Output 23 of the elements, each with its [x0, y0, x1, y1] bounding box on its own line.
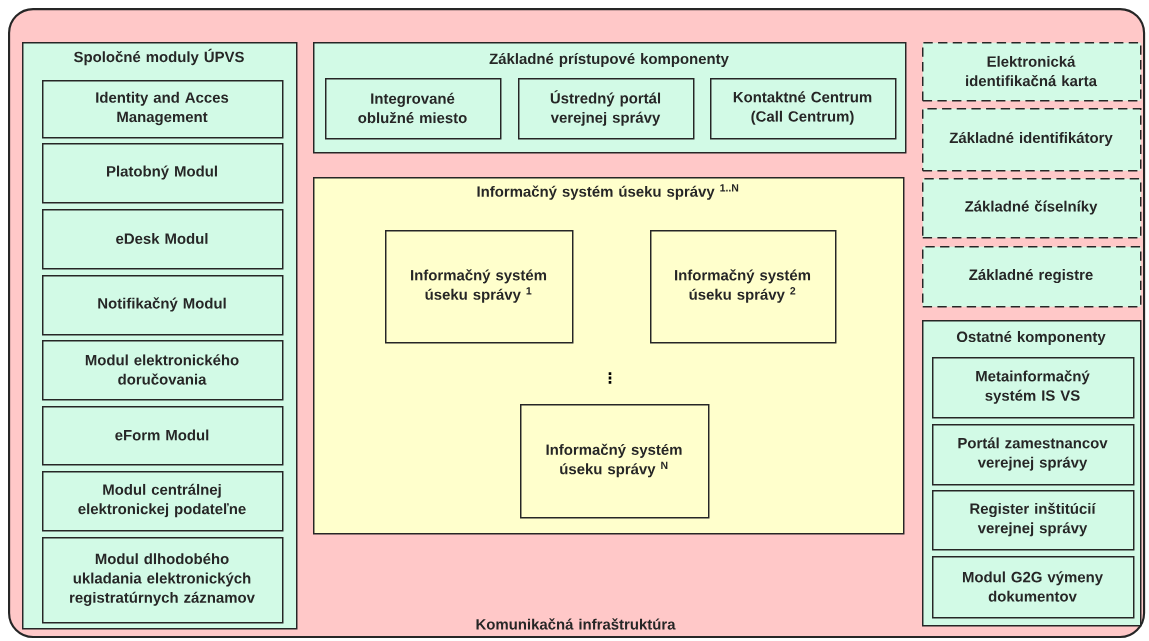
component-box: eForm Modul	[42, 406, 284, 466]
ellipsis: ⋮	[608, 372, 612, 384]
component-box: eDesk Modul	[42, 209, 284, 270]
system-box: Informačný systém úseku správy $^{N}$	[520, 404, 710, 519]
component-box: Integrované oblužné miesto	[325, 78, 502, 140]
component-box: Kontaktné Centrum (Call Centrum)	[710, 78, 897, 140]
component-box: Základné identifikátory	[922, 108, 1142, 172]
component-box: Modul dlhodobého ukladania elektronických registratúrnych záznamov	[42, 537, 284, 624]
component-box: Ústredný portál verejnej správy	[518, 78, 695, 140]
component-box: Modul centrálnej elektronickej podateľne	[42, 471, 284, 532]
component-box: Základné registre	[922, 246, 1142, 308]
component-box: Modul G2G výmeny dokumentov	[932, 556, 1135, 619]
component-box: Portál zamestnancov verejnej správy	[932, 424, 1135, 486]
component-box: Modul elektronického doručovania	[42, 340, 284, 401]
component-box: Elektronická identifikačná karta	[922, 42, 1142, 102]
system-box: Informačný systém úseku správy $^{1}$	[385, 230, 574, 344]
component-box: Register inštitúcií verejnej správy	[932, 490, 1135, 551]
system-box: Informačný systém úseku správy $^{2}$	[650, 230, 837, 344]
component-box: Identity and Acces Management	[42, 80, 284, 139]
component-box: Notifikačný Modul	[42, 275, 284, 336]
component-box: Metainformačný systém IS VS	[932, 357, 1135, 419]
component-box: Základné číselníky	[922, 178, 1142, 239]
component-box: Platobný Modul	[42, 143, 284, 204]
